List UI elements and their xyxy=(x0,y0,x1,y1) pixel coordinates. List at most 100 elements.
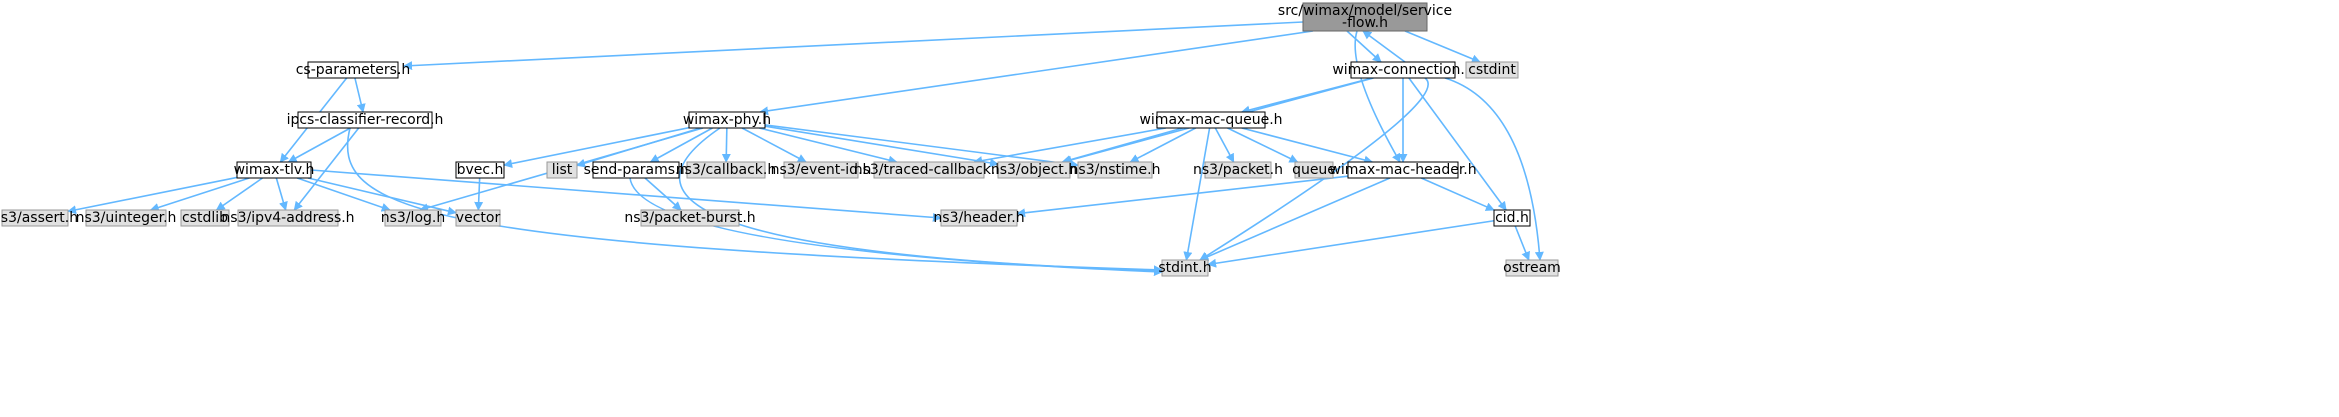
node-box-send-params xyxy=(592,161,680,179)
node-label-send-params: send-params.h xyxy=(584,162,689,178)
node-box-vector xyxy=(455,209,501,227)
edge-cid-to-stdint xyxy=(1207,219,1495,268)
node-box-ns3-nstime xyxy=(1077,161,1153,179)
node-label-bvec: bvec.h xyxy=(457,162,504,178)
node-box-ostream xyxy=(1505,259,1559,277)
node-label-wimax-phy: wimax-phy.h xyxy=(683,112,771,128)
node-ns3-traced-callback: ns3/traced-callback.h xyxy=(854,161,1005,179)
node-label-cs-parameters: cs-parameters.h xyxy=(296,62,411,78)
node-label-wimax-mac-queue: wimax-mac-queue.h xyxy=(1139,112,1282,128)
node-box-ns3-event-id xyxy=(783,161,859,179)
node-box-wimax-mac-queue xyxy=(1156,111,1266,129)
node-wimax-connection[interactable]: wimax-connection.h xyxy=(1332,61,1474,79)
node-label-service-flow: src/wimax/model/service xyxy=(1278,3,1452,19)
node-label-ns3-header: ns3/header.h xyxy=(933,210,1024,226)
node-box-wimax-phy xyxy=(688,111,766,129)
edge-wimax-tlv-to-ns3-uinteger xyxy=(149,177,250,212)
node-box-cs-parameters xyxy=(307,61,399,79)
node-box-ns3-assert xyxy=(1,209,69,227)
node-box-service-flow xyxy=(1302,2,1428,32)
node-label-ns3-event-id: ns3/event-id.h xyxy=(771,162,872,178)
edge-wimax-mac-header-to-cid xyxy=(1420,177,1495,211)
edge-bvec-to-vector xyxy=(474,177,484,211)
node-ns3-object: ns3/object.h xyxy=(991,161,1077,179)
edge-wimax-mac-queue-to-queue xyxy=(1227,127,1299,163)
edge-wimax-phy-to-ns3-callback xyxy=(721,127,731,163)
node-label-ns3-packet: ns3/packet.h xyxy=(1193,162,1283,178)
node-box-ns3-ipv4-address xyxy=(237,209,339,227)
node-label-queue: queue xyxy=(1292,162,1336,178)
edge-wimax-tlv-to-ns3-log xyxy=(296,177,391,212)
node-label-wimax-mac-header: wimax-mac-header.h xyxy=(1329,162,1476,178)
node-box-list xyxy=(546,161,578,179)
node-label-stdint: stdint.h xyxy=(1158,260,1211,276)
node-box-stdint xyxy=(1161,259,1209,277)
node-label-ns3-nstime: ns3/nstime.h xyxy=(1070,162,1161,178)
edge-wimax-phy-to-stdint xyxy=(678,127,1163,276)
edge-wimax-connection-to-stdint xyxy=(1199,77,1429,261)
edge-wimax-tlv-to-cstdlib xyxy=(215,177,263,211)
node-box-ns3-log xyxy=(384,209,442,227)
node-ns3-event-id: ns3/event-id.h xyxy=(771,161,872,179)
node-ns3-packet: ns3/packet.h xyxy=(1193,161,1283,179)
node-box-bvec xyxy=(455,161,505,179)
edge-wimax-mac-header-to-ns3-header xyxy=(1016,175,1349,218)
node-label-ostream: ostream xyxy=(1503,260,1561,276)
node-box-queue xyxy=(1294,161,1334,179)
edge-wimax-mac-queue-to-ns3-traced-callback xyxy=(973,127,1167,166)
edge-wimax-phy-to-ns3-nstime xyxy=(764,124,1079,169)
node-bvec[interactable]: bvec.h xyxy=(455,161,505,179)
edge-wimax-phy-to-ns3-object xyxy=(764,125,999,168)
edge-cs-parameters-to-ipcs-classifier-record xyxy=(354,77,366,113)
node-list: list xyxy=(546,161,578,179)
edge-wimax-mac-queue-to-ns3-packet xyxy=(1214,127,1235,163)
node-label-ns3-callback: ns3/callback.h xyxy=(676,162,776,178)
node-label-service-flow: -flow.h xyxy=(1342,15,1388,31)
edge-wimax-connection-to-ostream xyxy=(1444,77,1544,261)
node-wimax-tlv[interactable]: wimax-tlv.h xyxy=(234,161,315,179)
node-ostream: ostream xyxy=(1503,259,1561,277)
node-cstdint: cstdint xyxy=(1465,61,1519,79)
edge-service-flow-to-wimax-mac-header xyxy=(1354,30,1401,163)
node-service-flow[interactable]: src/wimax/model/service-flow.h xyxy=(1278,2,1452,32)
edge-ipcs-classifier-record-to-stdint xyxy=(346,127,1163,275)
node-box-ns3-callback xyxy=(686,161,766,179)
node-box-ns3-packet-burst xyxy=(640,209,740,227)
edge-wimax-connection-to-service-flow xyxy=(1362,30,1406,63)
edge-wimax-tlv-to-ns3-ipv4-address xyxy=(275,177,288,211)
node-box-wimax-tlv xyxy=(236,161,312,179)
node-label-cstdint: cstdint xyxy=(1468,62,1516,78)
node-queue: queue xyxy=(1292,161,1336,179)
node-cs-parameters[interactable]: cs-parameters.h xyxy=(296,61,411,79)
node-label-list: list xyxy=(552,162,573,178)
node-ns3-assert: ns3/assert.h xyxy=(0,209,78,227)
edge-service-flow-to-cstdint xyxy=(1404,30,1481,64)
node-send-params[interactable]: send-params.h xyxy=(584,161,689,179)
node-box-ns3-header xyxy=(940,209,1018,227)
edge-service-flow-to-wimax-phy xyxy=(759,30,1314,116)
node-ipcs-classifier-record[interactable]: ipcs-classifier-record.h xyxy=(287,111,444,129)
edge-wimax-mac-queue-to-ns3-object xyxy=(1061,127,1183,165)
node-box-ns3-uinteger xyxy=(85,209,167,227)
edge-wimax-phy-to-bvec xyxy=(503,126,690,168)
node-label-wimax-connection: wimax-connection.h xyxy=(1332,62,1473,78)
node-ns3-ipv4-address: ns3/ipv4-address.h xyxy=(221,209,355,227)
node-ns3-callback: ns3/callback.h xyxy=(676,161,776,179)
node-cid[interactable]: cid.h xyxy=(1493,209,1531,227)
edge-wimax-connection-to-cid xyxy=(1408,77,1507,211)
node-box-cid xyxy=(1493,209,1531,227)
edge-ipcs-classifier-record-to-wimax-tlv xyxy=(287,127,351,163)
node-ns3-uinteger: ns3/uinteger.h xyxy=(76,209,176,227)
node-label-ns3-ipv4-address: ns3/ipv4-address.h xyxy=(221,210,354,226)
node-box-ns3-packet xyxy=(1204,161,1272,179)
node-label-ns3-traced-callback: ns3/traced-callback.h xyxy=(854,162,1005,178)
node-wimax-mac-header[interactable]: wimax-mac-header.h xyxy=(1329,161,1477,179)
edge-wimax-phy-to-send-params xyxy=(649,127,713,163)
edge-wimax-mac-header-to-stdint xyxy=(1199,177,1391,261)
node-wimax-phy[interactable]: wimax-phy.h xyxy=(683,111,771,129)
node-label-ns3-packet-burst: ns3/packet-burst.h xyxy=(624,210,755,226)
edge-wimax-mac-queue-to-wimax-mac-header xyxy=(1241,127,1374,165)
node-vector: vector xyxy=(455,209,501,227)
node-wimax-mac-queue[interactable]: wimax-mac-queue.h xyxy=(1139,111,1283,129)
